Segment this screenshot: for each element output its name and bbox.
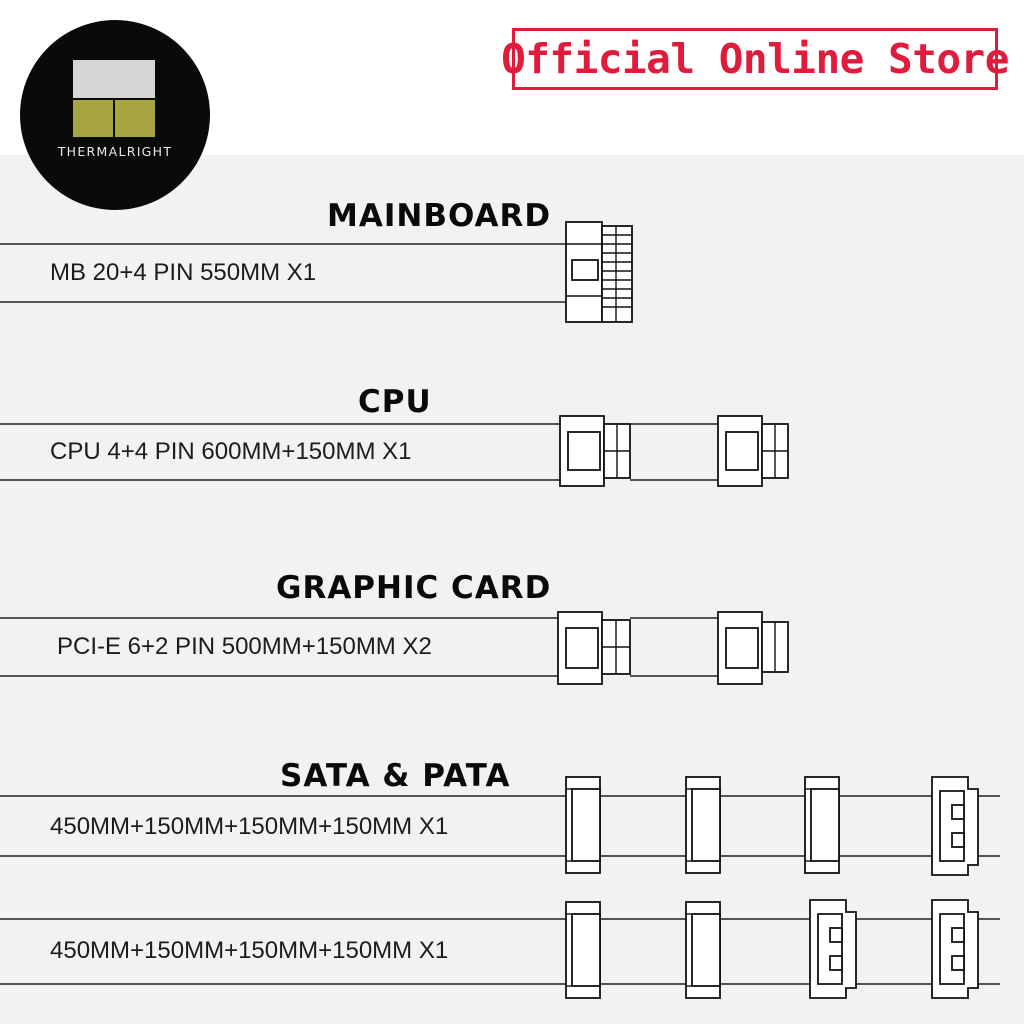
molex-icon — [931, 899, 979, 999]
sata-icon — [685, 901, 721, 999]
cable-line — [0, 918, 1000, 920]
graphic-card-heading: GRAPHIC CARD — [276, 570, 552, 606]
logo-square-left — [73, 100, 113, 137]
cable-line — [630, 479, 720, 481]
eps-8pin-icon — [559, 415, 631, 487]
sata-icon — [565, 776, 601, 874]
molex-icon — [931, 776, 979, 876]
cable-line — [0, 479, 560, 481]
atx-24pin-icon — [565, 221, 633, 323]
cable-line — [630, 675, 720, 677]
cpu-cable-label: CPU 4+4 PIN 600MM+150MM X1 — [50, 438, 412, 465]
cpu-heading: CPU — [358, 384, 432, 420]
pcie-cable-label: PCI-E 6+2 PIN 500MM+150MM X2 — [57, 633, 432, 660]
thermalright-logo: THERMALRIGHT — [20, 20, 210, 210]
cable-line — [630, 423, 720, 425]
cable-line — [630, 617, 720, 619]
logo-text: THERMALRIGHT — [57, 144, 173, 159]
molex-icon — [809, 899, 857, 999]
pcie-6pin-icon — [717, 611, 789, 685]
mainboard-heading: MAINBOARD — [327, 198, 552, 234]
sata-cable-label-1: 450MM+150MM+150MM+150MM X1 — [50, 813, 449, 840]
logo-square-right — [115, 100, 155, 137]
cable-line — [0, 617, 560, 619]
logo-bar-shape — [73, 60, 155, 98]
cable-line — [0, 423, 560, 425]
mainboard-cable-label: MB 20+4 PIN 550MM X1 — [50, 259, 317, 286]
sata-icon — [685, 776, 721, 874]
eps-4pin-icon — [717, 415, 789, 487]
cable-line — [0, 795, 1000, 797]
sata-icon — [804, 776, 840, 874]
pcie-8pin-icon — [557, 611, 631, 685]
sata-pata-heading: SATA & PATA — [280, 758, 511, 794]
sata-cable-label-2: 450MM+150MM+150MM+150MM X1 — [50, 937, 449, 964]
sata-icon — [565, 901, 601, 999]
cable-line — [0, 983, 1000, 985]
cable-line — [0, 243, 566, 245]
cable-line — [0, 301, 566, 303]
background-panel — [0, 155, 1024, 1024]
cable-line — [0, 855, 1000, 857]
official-store-badge: Official Online Store — [501, 28, 1009, 90]
cable-line — [0, 675, 560, 677]
